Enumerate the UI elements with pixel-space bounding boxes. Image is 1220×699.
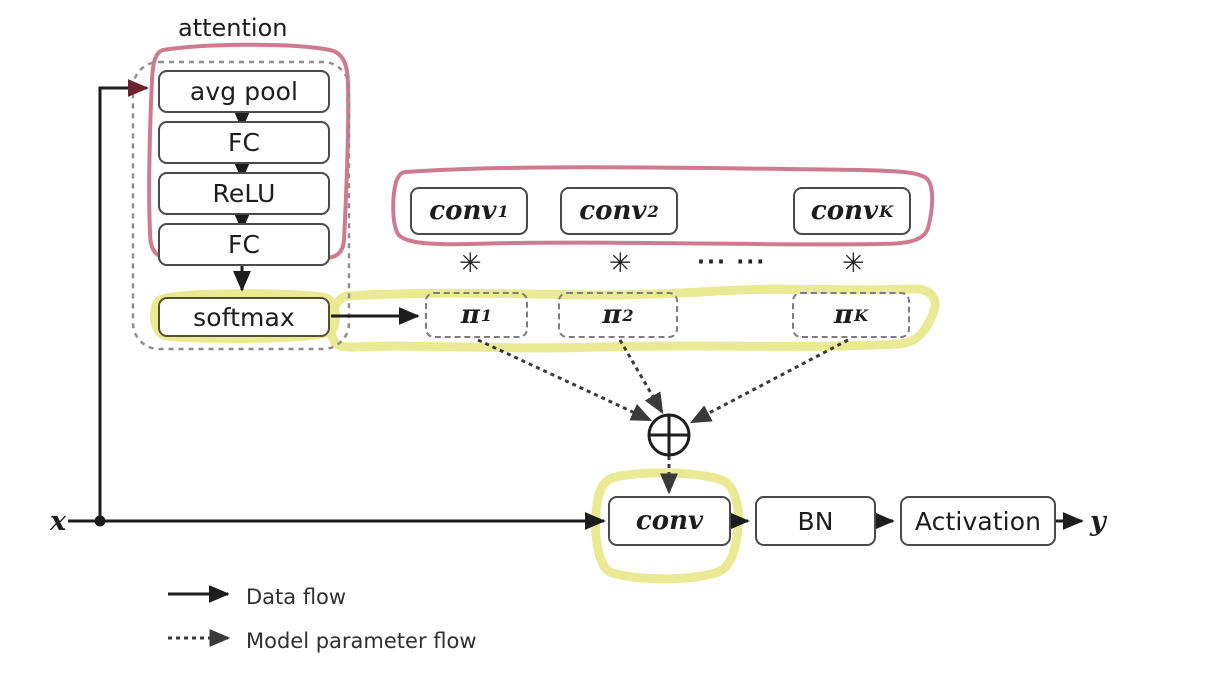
node-pi-2-subscript: 2 [622, 305, 634, 325]
node-pi-k-subscript: K [854, 305, 869, 325]
node-conv-k-subscript: K [879, 201, 894, 221]
node-activation-label: Activation [914, 506, 1042, 536]
legend-item-param-flow: Model parameter flow [246, 629, 477, 653]
node-pi-k-base: π [833, 300, 853, 330]
node-conv-1-base: conv [429, 196, 497, 226]
attention-container [131, 60, 351, 351]
node-relu[interactable]: ReLU [158, 172, 330, 215]
node-conv-2-subscript: 2 [647, 201, 659, 221]
node-conv-label: conv [635, 506, 704, 536]
legend-lines [168, 585, 231, 647]
node-softmax[interactable]: softmax [158, 297, 330, 337]
node-activation[interactable]: Activation [900, 496, 1056, 546]
parameter-flow-arrows [477, 338, 849, 495]
node-pi-1-base: π [460, 300, 480, 330]
attention-group-label: attention [178, 14, 288, 42]
node-relu-label: ReLU [212, 179, 276, 208]
node-fc-2[interactable]: FC [158, 223, 330, 266]
node-avg-pool-label: avg pool [189, 77, 299, 106]
node-conv-1-subscript: 1 [497, 201, 509, 221]
input-label-x: x [50, 506, 67, 537]
multiply-icon-1: ✳ [459, 248, 482, 279]
node-bn-label: BN [797, 506, 834, 536]
node-conv[interactable]: conv [608, 496, 731, 546]
output-label-y: y [1090, 506, 1106, 537]
node-conv-2-base: conv [579, 196, 647, 226]
multiply-icon-2: ✳ [609, 248, 632, 279]
kernels-ellipsis: ··· ··· [697, 250, 767, 274]
multiply-icon-k: ✳ [842, 248, 865, 279]
node-pi-2-base: π [602, 300, 622, 330]
node-fc-2-label: FC [227, 230, 261, 259]
node-fc-1-label: FC [227, 128, 261, 157]
node-pi-1-subscript: 1 [480, 305, 493, 325]
sum-operator-icon [647, 413, 691, 457]
node-fc-1[interactable]: FC [158, 121, 330, 164]
node-bn[interactable]: BN [755, 496, 876, 546]
legend-item-data-flow: Data flow [246, 585, 347, 609]
node-conv-k-base: conv [810, 196, 879, 226]
node-softmax-label: softmax [193, 302, 295, 332]
node-avg-pool[interactable]: avg pool [158, 70, 330, 113]
